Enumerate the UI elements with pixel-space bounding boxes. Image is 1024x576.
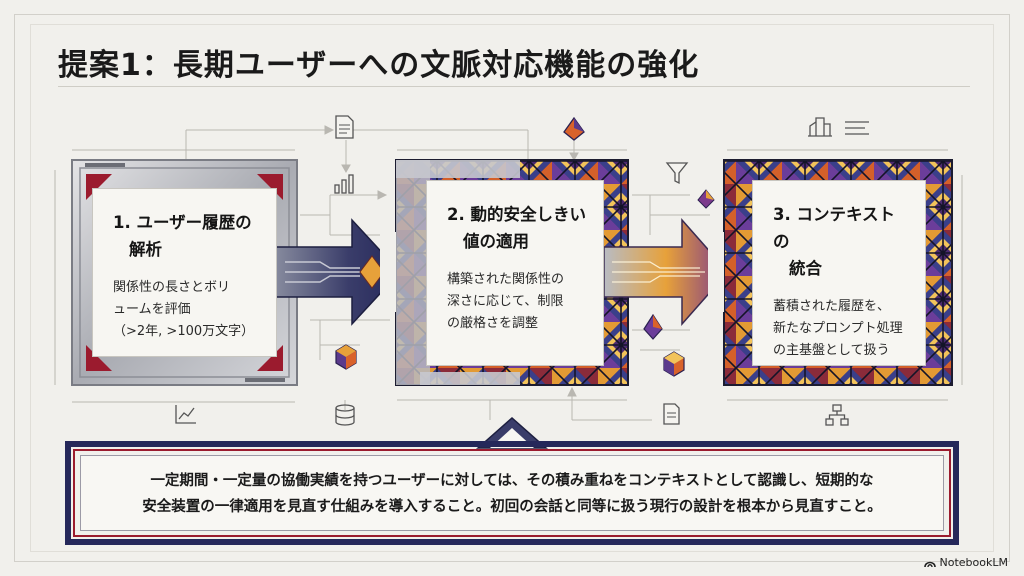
step-1-card: 1. ユーザー履歴の 解析 関係性の長さとボリ ュームを評価 （>2年, >10… [92,188,277,357]
document-icon [335,115,354,139]
step-2-body-line: 構築された関係性の [447,272,565,287]
bar-chart-icon [334,174,354,194]
step-1-title-line2: 解析 [129,240,162,259]
step-3-title-line2: 統合 [789,259,822,278]
step-3-title-line1: 3. コンテキストの [773,205,895,251]
guide-lines [54,125,963,421]
summary-line-2: 安全装置の一律適用を見直す仕組みを導入すること。初回の会話と同等に扱う現行の設計… [142,499,882,515]
step-1-body-line: 関係性の長さとボリ [113,280,231,295]
gem-icon-purple [643,313,663,340]
step-2-title: 2. 動的安全しきい 値の適用 [447,201,589,255]
document-icon-small [663,403,680,425]
funnel-icon [665,162,689,185]
summary-box: 一定期間・一定量の協働実績を持つユーザーに対しては、その積み重ねをコンテキストと… [80,455,944,531]
step-3-body-line: の主基盤として扱う [773,343,890,358]
building-icon [808,117,832,137]
cube-icon-small [663,351,685,377]
summary-line-1: 一定期間・一定量の協働実績を持つユーザーに対しては、その積み重ねをコンテキストと… [150,473,874,489]
step-2-body-line: の厳格さを調整 [447,316,539,331]
step-2-card: 2. 動的安全しきい 値の適用 構築された関係性の 深さに応じて、制限 の厳格さ… [426,180,604,366]
step-3-title: 3. コンテキストの 統合 [773,201,911,282]
step-1-body-line: ュームを評価 [113,302,191,317]
step-1-title-line1: 1. ユーザー履歴の [113,213,252,232]
title-divider [58,86,970,87]
step-2-body: 構築された関係性の 深さに応じて、制限 の厳格さを調整 [447,269,589,335]
brand-name: NotebookLM [939,556,1008,569]
gem-icon [563,116,585,141]
step-3-card: 3. コンテキストの 統合 蓄積された履歴を、 新たなプロンプト処理 の主基盤と… [752,180,926,366]
notebooklm-logo-icon [923,561,936,567]
outer-frame [14,14,1010,562]
step-1-body-line: （>2年, >100万文字） [113,324,255,339]
text-lines-icon [845,121,869,135]
org-chart-icon [825,404,849,426]
gem-icon-small [697,189,715,209]
step-1-body: 関係性の長さとボリ ュームを評価 （>2年, >100万文字） [113,277,262,343]
arrow-2 [603,218,730,326]
page-title: 提案1：長期ユーザーへの文脈対応機能の強化 [58,48,700,83]
step-3-body: 蓄積された履歴を、 新たなプロンプト処理 の主基盤として扱う [773,296,911,362]
step-3-body-line: 新たなプロンプト処理 [773,321,903,336]
brand-watermark: NotebookLM [923,556,1008,569]
cube-icon [335,344,357,370]
inner-frame [30,24,994,552]
step-3-body-line: 蓄積された履歴を、 [773,299,891,314]
arrow-1 [271,218,402,326]
step-2-body-line: 深さに応じて、制限 [447,294,564,309]
database-icon [335,404,355,426]
line-chart-icon [175,405,196,424]
step-2-title-line1: 2. 動的安全しきい [447,205,586,224]
step-2-title-line2: 値の適用 [463,232,529,251]
step-1-title: 1. ユーザー履歴の 解析 [113,209,262,263]
summary-frame [65,441,959,545]
